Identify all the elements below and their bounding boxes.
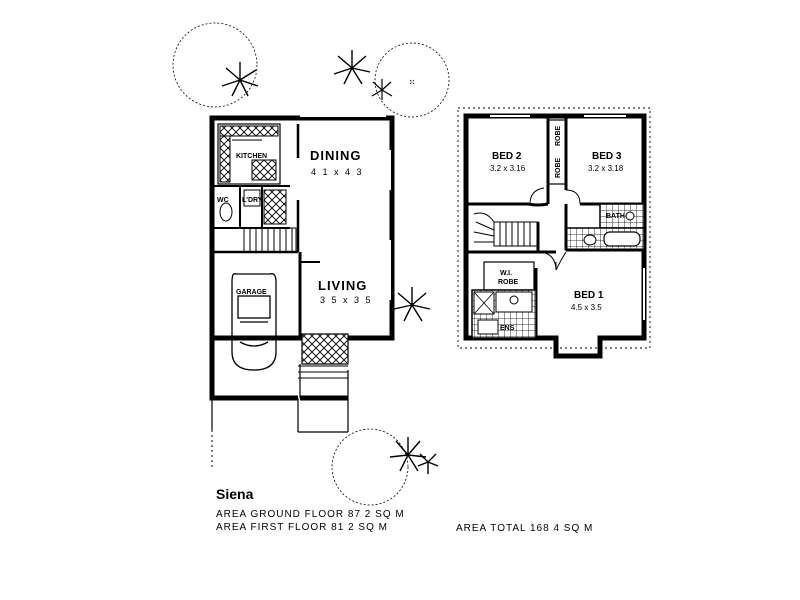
plan-caption: Siena AREA GROUND FLOOR 87 2 SQ M AREA F… bbox=[216, 486, 776, 534]
shrub-right-of-living bbox=[393, 287, 431, 322]
total-area: AREA TOTAL 168 4 SQ M bbox=[456, 523, 594, 534]
tree-canopy-top-right bbox=[374, 42, 450, 118]
laundry-label: L'DRY bbox=[242, 197, 263, 204]
bed2-size: 3.2 x 3.16 bbox=[490, 164, 526, 173]
ground-floor-outer-wall bbox=[209, 115, 395, 341]
shrub-top-middle bbox=[333, 50, 371, 85]
first-floor-plan: BED 2 3.2 x 3.16 BED 3 3.2 x 3.18 BED 1 … bbox=[457, 107, 651, 359]
robe-label-upper: ROBE bbox=[555, 125, 562, 146]
first-floor-area: AREA FIRST FLOOR 81 2 SQ M bbox=[216, 522, 388, 533]
ground-floor-area: AREA GROUND FLOOR 87 2 SQ M bbox=[216, 509, 405, 520]
shrub-right-small bbox=[371, 79, 393, 100]
ensuite-label: ENS bbox=[500, 325, 515, 332]
car-outline bbox=[231, 273, 277, 371]
bed3-size: 3.2 x 3.18 bbox=[588, 164, 624, 173]
tree-canopy-bottom bbox=[331, 428, 409, 506]
bed1-size: 4.5 x 3.5 bbox=[571, 303, 602, 312]
bed2-label: BED 2 bbox=[492, 151, 522, 162]
dining-size: 4 1 x 4 3 bbox=[311, 167, 364, 177]
bed1-label: BED 1 bbox=[574, 290, 604, 301]
garage-label: GARAGE bbox=[236, 289, 267, 296]
bath-label: BATH bbox=[606, 213, 625, 220]
robe-label-lower: ROBE bbox=[555, 157, 562, 178]
ground-floor-plan: KITCHEN WC L'DRY DINING 4 1 x 4 3 LIVING… bbox=[209, 115, 395, 470]
plan-name: Siena bbox=[216, 486, 254, 502]
bed3-label: BED 3 bbox=[592, 151, 622, 162]
dining-label: DINING bbox=[310, 148, 362, 163]
wi-robe-label-bottom: ROBE bbox=[498, 279, 519, 286]
living-label: LIVING bbox=[318, 278, 367, 293]
wc-label: WC bbox=[217, 197, 229, 204]
wi-robe-label-top: W.I. bbox=[500, 270, 512, 277]
kitchen-label: KITCHEN bbox=[236, 153, 267, 160]
shrub-bottom bbox=[389, 437, 439, 474]
living-size: 3 5 x 3 5 bbox=[320, 295, 373, 305]
shrub-top-left bbox=[221, 62, 259, 97]
tree-canopy-top-left bbox=[172, 22, 258, 108]
